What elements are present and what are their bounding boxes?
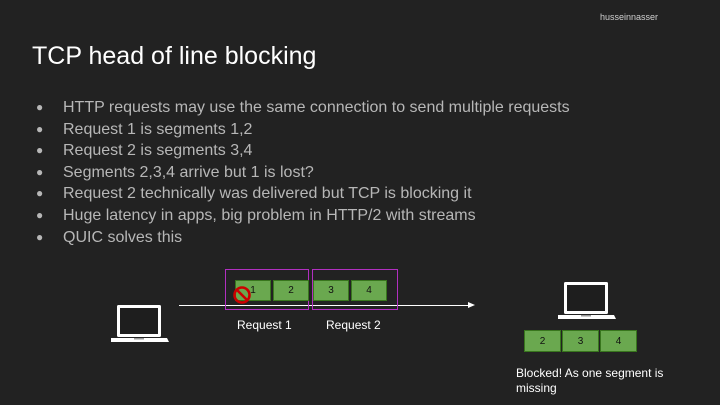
arrow-head-icon <box>468 302 475 308</box>
bullet-item: ● Request 2 technically was delivered but… <box>36 183 570 205</box>
bullet-item: ● Segments 2,3,4 arrive but 1 is lost? <box>36 162 570 184</box>
transmission-arrow <box>179 305 469 306</box>
sender-laptop-icon <box>111 305 169 342</box>
bullet-item: ● Request 2 is segments 3,4 <box>36 140 570 162</box>
bullet-text: Request 2 technically was delivered but … <box>63 185 472 203</box>
request-2-label: Request 2 <box>326 318 381 332</box>
bullet-item: ● Request 1 is segments 1,2 <box>36 119 570 141</box>
receiver-laptop-icon <box>558 282 616 319</box>
bullet-dot: ● <box>36 186 44 201</box>
bullet-item: ● QUIC solves this <box>36 227 570 249</box>
request-1-label: Request 1 <box>237 318 292 332</box>
segment-2: 2 <box>273 280 309 301</box>
bullet-list: ● HTTP requests may use the same connecti… <box>36 97 570 248</box>
bullet-dot: ● <box>36 229 44 244</box>
bullet-text: HTTP requests may use the same connectio… <box>63 99 570 116</box>
bullet-text: Request 2 is segments 3,4 <box>63 142 253 160</box>
bullet-text: QUIC solves this <box>63 228 183 246</box>
bullet-text: Request 1 is segments 1,2 <box>63 120 253 138</box>
watermark: husseinnasser <box>600 12 659 22</box>
bullet-dot: ● <box>36 143 44 158</box>
bullet-dot: ● <box>36 100 44 114</box>
blocked-icon <box>233 286 251 304</box>
segment-3: 3 <box>313 280 349 301</box>
bullet-dot: ● <box>36 121 44 136</box>
bullet-dot: ● <box>36 164 44 179</box>
bullet-text: Segments 2,3,4 arrive but 1 is lost? <box>63 163 314 181</box>
received-segment-2: 2 <box>524 330 561 352</box>
slide-title: TCP head of line blocking <box>32 42 317 70</box>
segment-4: 4 <box>351 280 387 301</box>
bullet-text: Huge latency in apps, big problem in HTT… <box>63 206 476 224</box>
bullet-item: ● HTTP requests may use the same connecti… <box>36 97 570 119</box>
request-2-box <box>312 269 398 310</box>
received-segment-3: 3 <box>562 330 599 352</box>
bullet-item: ● Huge latency in apps, big problem in HT… <box>36 205 570 227</box>
blocked-note: Blocked! As one segment is missing <box>516 366 664 395</box>
bullet-dot: ● <box>36 207 44 222</box>
received-segment-4: 4 <box>600 330 637 352</box>
